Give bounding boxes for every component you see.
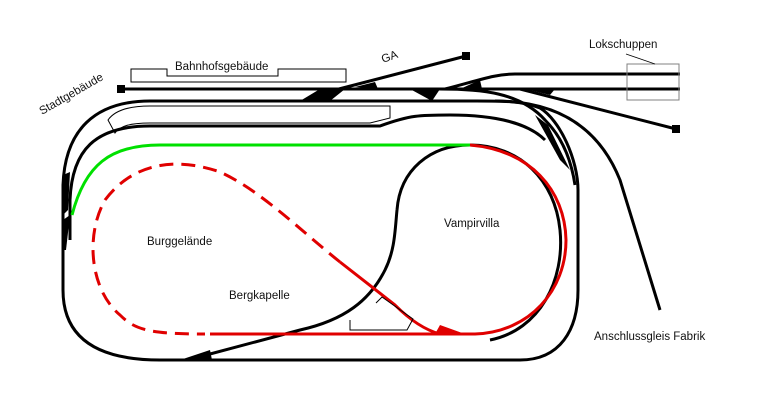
platform xyxy=(107,105,391,134)
outer-loop xyxy=(61,99,580,362)
label-lokschuppen: Lokschuppen xyxy=(589,39,657,51)
inner-loop-top xyxy=(68,113,547,240)
switch-left-1 xyxy=(63,172,70,215)
switch-3 xyxy=(410,89,440,101)
red-dashed-track xyxy=(91,162,341,336)
label-vampirvilla: Vampirvilla xyxy=(444,218,500,230)
switch-1 xyxy=(300,89,345,101)
switch-4 xyxy=(460,80,482,89)
label-bergkapelle: Bergkapelle xyxy=(229,290,290,302)
switch-left-2 xyxy=(63,215,70,250)
label-stadtgebaeude: Stadtgebäude xyxy=(38,71,106,117)
station-building xyxy=(130,68,347,83)
label-bahnhofsgebaeude: Bahnhofsgebäude xyxy=(175,61,268,73)
label-ga: GA xyxy=(380,49,400,66)
switch-bottom xyxy=(180,350,212,360)
lokschuppen-box xyxy=(626,63,680,101)
red-loop xyxy=(210,143,568,336)
ga-siding xyxy=(334,54,467,92)
buffer-stop-ga xyxy=(462,52,470,60)
vampirvilla-loop xyxy=(194,143,563,360)
buffer-stop-right xyxy=(672,125,680,133)
label-burggelaende: Burggelände xyxy=(147,236,212,248)
switch-5 xyxy=(525,89,555,95)
lokschuppen-track-upper xyxy=(444,72,680,91)
bergkapelle-building xyxy=(349,296,414,331)
green-track xyxy=(70,143,470,216)
switch-2 xyxy=(355,82,378,89)
red-switch xyxy=(435,325,465,334)
siding-right xyxy=(519,87,677,131)
factory-siding xyxy=(494,99,662,311)
label-anschlussgleis: Anschlussgleis Fabrik xyxy=(594,331,705,343)
lokschuppen-pointer xyxy=(625,53,656,65)
switch-6 xyxy=(535,115,570,170)
outer-loop-connector xyxy=(439,87,577,186)
